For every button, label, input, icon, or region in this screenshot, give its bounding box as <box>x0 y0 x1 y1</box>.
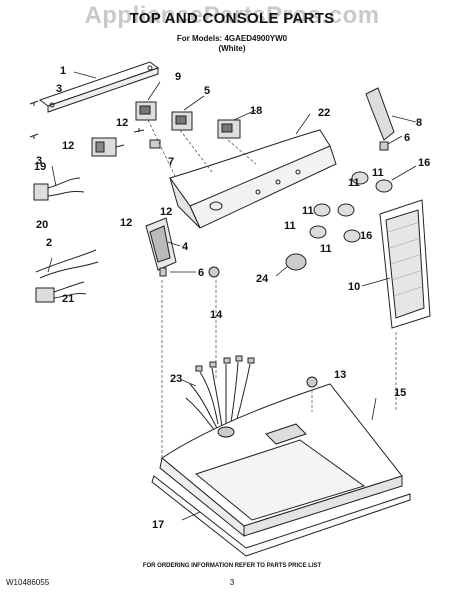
part-screw <box>133 128 145 133</box>
callout-20: 20 <box>36 219 48 231</box>
callout-18: 18 <box>250 105 262 117</box>
callout-11b: 11 <box>372 167 384 179</box>
callout-11d: 11 <box>284 220 296 232</box>
part-switch-9 <box>135 101 157 121</box>
callout-11a: 11 <box>348 177 360 189</box>
callout-16b: 16 <box>360 230 372 242</box>
callout-24: 24 <box>256 273 269 285</box>
part-knob <box>337 203 355 217</box>
color-line: (White) <box>218 44 246 53</box>
callout-2: 2 <box>46 237 52 249</box>
callout-14: 14 <box>210 309 223 321</box>
callout-21: 21 <box>62 293 74 305</box>
part-knob <box>313 203 331 217</box>
part-lint-screen <box>379 199 431 329</box>
watermark: AppliancePartsPros.com <box>84 2 380 29</box>
part-gasket <box>151 475 411 557</box>
callout-23: 23 <box>170 373 182 385</box>
callout-11c: 11 <box>302 205 314 217</box>
callout-19: 19 <box>34 161 46 173</box>
part-rear-panel <box>38 61 160 113</box>
part-top-panel <box>159 383 403 538</box>
callout-3b: 3 <box>36 155 42 167</box>
callout-4: 4 <box>182 241 189 253</box>
part-screw <box>159 267 167 277</box>
part-nut <box>306 376 318 388</box>
callout-10: 10 <box>348 281 360 293</box>
callout-5: 5 <box>204 85 210 97</box>
callout-12c: 12 <box>120 217 132 229</box>
part-clip <box>149 139 161 149</box>
document-number: W10486055 <box>6 578 50 587</box>
part-bracket <box>365 87 395 151</box>
callout-13: 13 <box>334 369 346 381</box>
callout-15: 15 <box>394 387 406 399</box>
callout-12d: 12 <box>160 206 172 218</box>
page-title: TOP AND CONSOLE PARTS <box>129 10 335 27</box>
part-nut <box>208 266 220 278</box>
callout-22: 22 <box>318 107 330 119</box>
callout-3a: 3 <box>56 83 62 95</box>
callout-6a: 6 <box>404 132 410 144</box>
callout-12a: 12 <box>62 140 74 152</box>
part-switch-5 <box>171 111 193 131</box>
ordering-note: FOR ORDERING INFORMATION REFER TO PARTS … <box>142 563 322 569</box>
callout-17: 17 <box>152 519 164 531</box>
part-switch-18 <box>217 119 241 139</box>
part-connector-21 <box>35 281 87 303</box>
callout-11e: 11 <box>320 243 332 255</box>
part-connector-20 <box>33 177 85 201</box>
part-knob <box>309 225 327 239</box>
part-knob <box>351 171 369 185</box>
callout-7: 7 <box>168 156 174 168</box>
callout-1: 1 <box>60 65 66 77</box>
part-console <box>169 129 337 229</box>
callout-8: 8 <box>416 117 422 129</box>
callout-6b: 6 <box>198 267 204 279</box>
callout-12b: 12 <box>116 117 128 129</box>
part-terminal-block <box>91 137 125 157</box>
part-large-knob <box>285 253 307 271</box>
part-screw <box>29 100 39 106</box>
callout-9: 9 <box>175 71 181 83</box>
page-number: 3 <box>229 578 235 587</box>
part-wiring-harness <box>185 355 255 433</box>
model-subtitle: For Models: 4GAED4900YW0 (White) <box>0 34 464 54</box>
part-screw <box>29 133 39 139</box>
part-knob <box>375 179 393 193</box>
callout-16a: 16 <box>418 157 430 169</box>
part-wire-harness <box>35 249 99 279</box>
part-end-cap <box>145 217 177 271</box>
part-knob <box>343 229 361 243</box>
models-line: For Models: 4GAED4900YW0 <box>176 34 288 43</box>
